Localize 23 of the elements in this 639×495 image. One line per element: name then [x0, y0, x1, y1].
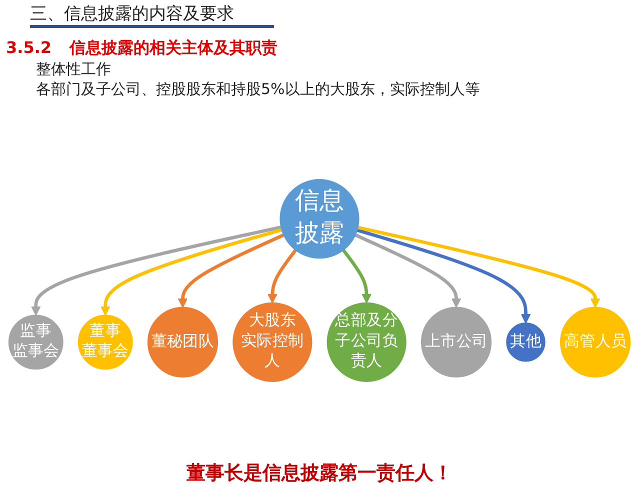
arrow: [30, 226, 282, 316]
caption: 董事长是信息披露第一责任人！: [186, 461, 454, 486]
node-circle: 其他: [506, 322, 546, 362]
description-text: 各部门及子公司、控股股东和持股5%以上的大股东，实际控制人等: [36, 80, 480, 99]
arrow: [178, 233, 284, 308]
arrow: [342, 249, 372, 304]
node-circle: 大股东 实际控制人: [232, 302, 312, 382]
node-circle: 上市公司: [420, 306, 492, 378]
subheading: 整体性工作: [36, 60, 111, 79]
node-circle: 高管人员: [560, 306, 631, 378]
arrow: [267, 249, 298, 304]
node-circle: 董秘团队: [147, 306, 218, 378]
arrow: [354, 233, 462, 308]
node-circle: 董事 董事会: [78, 314, 133, 370]
section-number: 3.5.2: [6, 38, 52, 57]
node-circle: 信息披露: [280, 179, 360, 259]
node-circle: 监事 监事会: [8, 314, 64, 370]
arrow: [356, 228, 531, 324]
arrow: [100, 228, 282, 316]
slide-title: 三、信息披露的内容及要求: [30, 2, 274, 28]
section-heading: 信息披露的相关主体及其职责: [70, 38, 278, 57]
arrow: [357, 226, 600, 308]
node-circle: 总部及分子公司负责人: [326, 302, 406, 382]
